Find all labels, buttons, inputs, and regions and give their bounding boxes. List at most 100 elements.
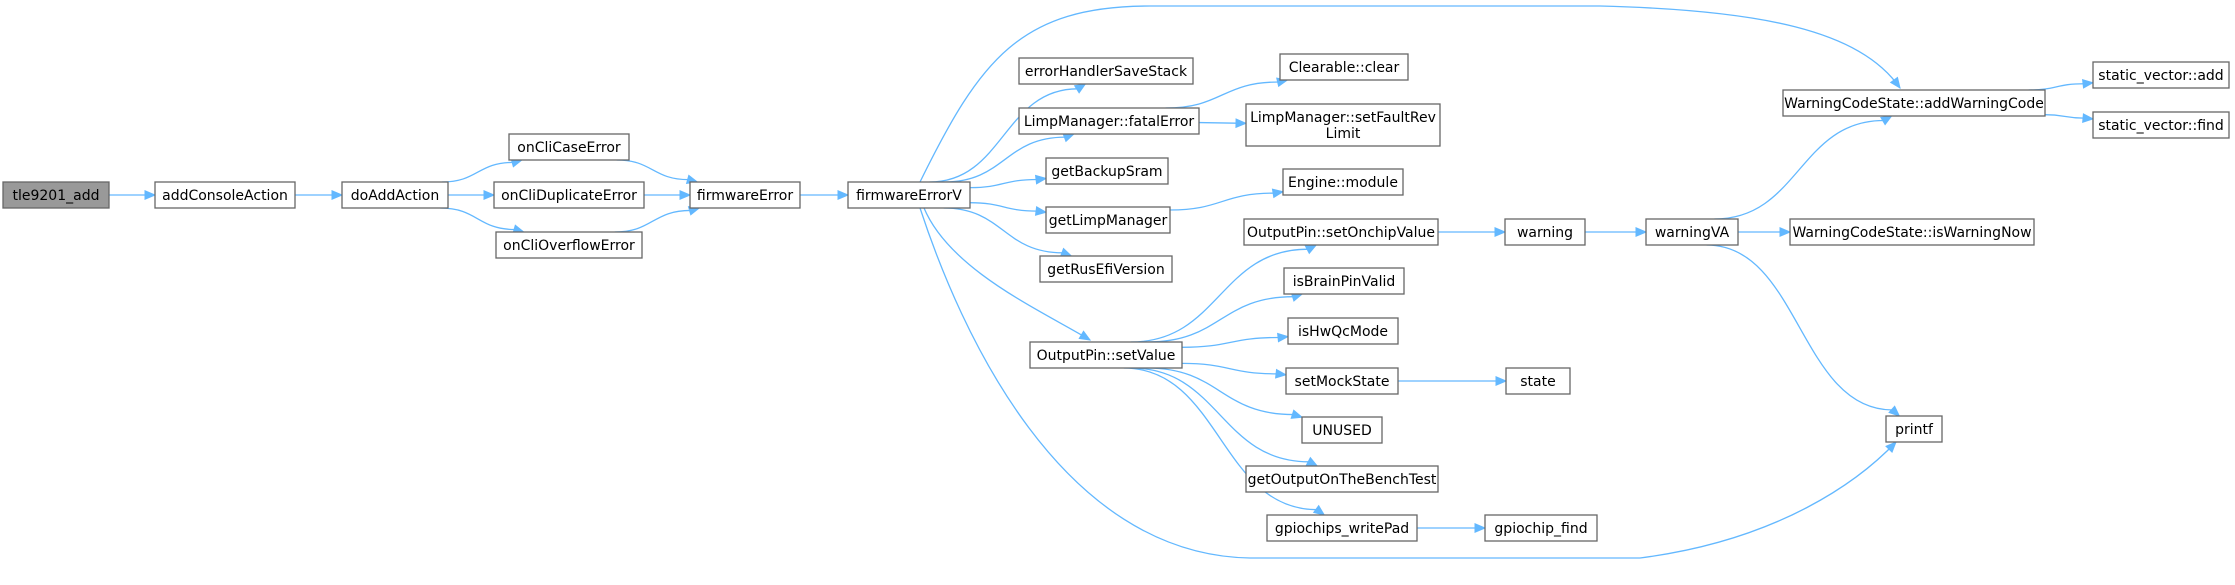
node-label: onCliOverflowError bbox=[503, 238, 635, 254]
node-label: OutputPin::setOnchipValue bbox=[1247, 225, 1435, 241]
node-isbrainpinvalid[interactable]: isBrainPinValid bbox=[1283, 267, 1405, 295]
node-box bbox=[495, 231, 643, 259]
node-onclioverflowerror[interactable]: onCliOverflowError bbox=[495, 231, 643, 259]
node-warningcodestate-iswarningnow[interactable]: WarningCodeState::isWarningNow bbox=[1789, 218, 2035, 246]
node-box bbox=[1245, 103, 1441, 147]
node-label: getRusEfiVersion bbox=[1047, 262, 1164, 278]
node-errorhandlersavestack[interactable]: errorHandlerSaveStack bbox=[1018, 57, 1194, 85]
node-clearable-clear[interactable]: Clearable::clear bbox=[1279, 53, 1409, 81]
node-gpiochip-find[interactable]: gpiochip_find bbox=[1484, 514, 1598, 542]
node-label: Limit bbox=[1326, 126, 1361, 142]
node-label: setMockState bbox=[1295, 374, 1390, 390]
edge-firmwareErrorV-to-getBackupSram bbox=[969, 174, 1048, 189]
node-box bbox=[1505, 367, 1571, 395]
node-label: printf bbox=[1895, 422, 1934, 438]
edge-WarningCodeState_addWarningCode-to-static_vector_add bbox=[2028, 78, 2095, 91]
node-state[interactable]: state bbox=[1505, 367, 1571, 395]
edge-OutputPin_setValue-to-UNUSED bbox=[1146, 367, 1304, 419]
edge-doAddAction-to-onCliCaseError bbox=[442, 158, 524, 183]
node-label: getOutputOnTheBenchTest bbox=[1248, 472, 1437, 488]
node-box bbox=[689, 181, 801, 209]
node-doaddaction[interactable]: doAddAction bbox=[341, 181, 449, 209]
node-box bbox=[1504, 218, 1586, 246]
node-engine-module[interactable]: Engine::module bbox=[1282, 168, 1404, 196]
node-label: state bbox=[1520, 374, 1555, 390]
node-box bbox=[508, 133, 630, 161]
node-getrusefiversion[interactable]: getRusEfiVersion bbox=[1039, 255, 1173, 283]
node-static-vector-find[interactable]: static_vector::find bbox=[2092, 111, 2230, 139]
node-box bbox=[154, 181, 296, 209]
node-firmwareerrorv[interactable]: firmwareErrorV bbox=[847, 181, 971, 209]
edge-warning-to-warningVA bbox=[1585, 227, 1648, 237]
node-warning[interactable]: warning bbox=[1504, 218, 1586, 246]
node-box bbox=[2092, 61, 2230, 89]
node-warningva[interactable]: warningVA bbox=[1645, 218, 1739, 246]
node-box bbox=[341, 181, 449, 209]
node-getlimpmanager[interactable]: getLimpManager bbox=[1045, 206, 1171, 234]
node-box bbox=[1282, 168, 1404, 196]
edge-firmwareErrorV-to-OutputPin_setValue bbox=[923, 207, 1092, 341]
edge-LimpManager_fatalError-to-LimpManager_setFaultRevLimit bbox=[1198, 118, 1248, 129]
edge-tle9201_add-to-addConsoleAction bbox=[109, 190, 157, 200]
edge-getLimpManager-to-Engine_module bbox=[1169, 188, 1285, 211]
node-label: gpiochip_find bbox=[1494, 521, 1587, 537]
node-addconsoleaction[interactable]: addConsoleAction bbox=[154, 181, 296, 209]
node-box bbox=[1279, 53, 1409, 81]
nodes-layer: tle9201_add addConsoleAction doAddAction on… bbox=[2, 53, 2230, 542]
node-limpmanager-fatalerror[interactable]: LimpManager::fatalError bbox=[1018, 107, 1200, 135]
node-firmwareerror[interactable]: firmwareError bbox=[689, 181, 801, 209]
node-box bbox=[1018, 57, 1194, 85]
node-label: firmwareError bbox=[697, 188, 793, 204]
edge-WarningCodeState_addWarningCode-to-static_vector_find bbox=[2044, 113, 2095, 123]
edge-firmwareErrorV-to-printf bbox=[919, 207, 1897, 559]
node-label: addConsoleAction bbox=[162, 188, 288, 204]
node-gpiochips-writepad[interactable]: gpiochips_writePad bbox=[1266, 514, 1418, 542]
node-box bbox=[1018, 107, 1200, 135]
node-ishwqcmode[interactable]: isHwQcMode bbox=[1287, 317, 1399, 345]
node-box bbox=[1782, 89, 2046, 117]
node-label: isBrainPinValid bbox=[1293, 274, 1396, 290]
node-label: getBackupSram bbox=[1051, 164, 1162, 180]
node-static-vector-add[interactable]: static_vector::add bbox=[2092, 61, 2230, 89]
node-label: OutputPin::setValue bbox=[1037, 348, 1176, 364]
node-label: LimpManager::fatalError bbox=[1024, 114, 1195, 130]
node-box bbox=[1285, 367, 1399, 395]
node-label: onCliDuplicateError bbox=[501, 188, 637, 204]
node-box bbox=[1645, 218, 1739, 246]
edge-setMockState-to-state bbox=[1398, 376, 1508, 386]
node-oncliduplicateerror[interactable]: onCliDuplicateError bbox=[493, 181, 645, 209]
node-printf[interactable]: printf bbox=[1885, 415, 1943, 443]
edge-addConsoleAction-to-doAddAction bbox=[295, 190, 344, 200]
node-outputpin-setonchipvalue[interactable]: OutputPin::setOnchipValue bbox=[1243, 218, 1439, 246]
node-getbackupsram[interactable]: getBackupSram bbox=[1045, 157, 1169, 185]
node-warningcodestate-addwarningcode[interactable]: WarningCodeState::addWarningCode bbox=[1782, 89, 2046, 117]
node-label: LimpManager::setFaultRev bbox=[1250, 110, 1436, 126]
edge-gpiochips_writePad-to-gpiochip_find bbox=[1417, 523, 1487, 533]
edge-onCliCaseError-to-firmwareError bbox=[616, 159, 699, 185]
node-box bbox=[1283, 267, 1405, 295]
node-label: getLimpManager bbox=[1049, 213, 1168, 229]
node-outputpin-setvalue[interactable]: OutputPin::setValue bbox=[1029, 341, 1183, 369]
node-onclicaseerror[interactable]: onCliCaseError bbox=[508, 133, 630, 161]
node-box bbox=[1245, 465, 1439, 493]
node-label: doAddAction bbox=[351, 188, 439, 204]
node-label: WarningCodeState::addWarningCode bbox=[1784, 96, 2044, 112]
edge-warningVA-to-WarningCodeState_isWarningNow bbox=[1738, 227, 1792, 237]
node-setmockstate[interactable]: setMockState bbox=[1285, 367, 1399, 395]
edge-firmwareErrorV-to-WarningCodeState_addWarningCode bbox=[919, 5, 1901, 183]
node-tle9201-add[interactable]: tle9201_add bbox=[2, 181, 110, 209]
edge-OutputPin_setValue-to-setMockState bbox=[1181, 362, 1288, 379]
node-box bbox=[1029, 341, 1183, 369]
node-box bbox=[847, 181, 971, 209]
node-label: tle9201_add bbox=[13, 188, 100, 204]
node-box bbox=[1885, 415, 1943, 443]
edge-onCliDuplicateError-to-firmwareError bbox=[644, 190, 692, 200]
node-box bbox=[1287, 317, 1399, 345]
edge-firmwareErrorV-to-getLimpManager bbox=[969, 202, 1048, 216]
node-box bbox=[1484, 514, 1598, 542]
node-unused[interactable]: UNUSED bbox=[1301, 416, 1383, 444]
node-label: onCliCaseError bbox=[517, 140, 621, 156]
node-getoutputonthebenchtest[interactable]: getOutputOnTheBenchTest bbox=[1245, 465, 1439, 493]
edge-firmwareErrorV-to-getRusEfiVersion bbox=[943, 207, 1073, 257]
